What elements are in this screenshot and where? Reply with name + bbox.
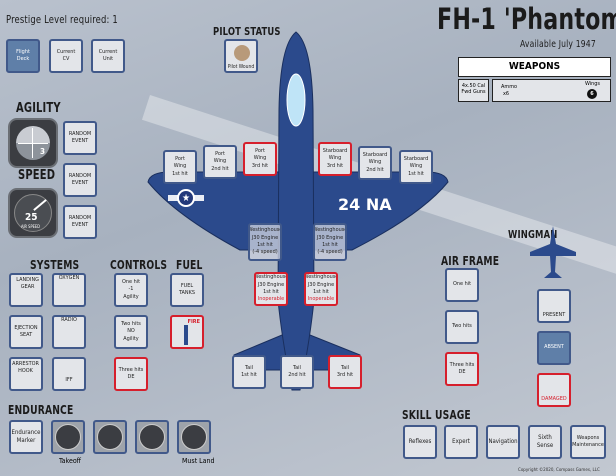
landing-gear-button[interactable]: LANDING GEAR xyxy=(9,273,43,307)
speed-value: 25 xyxy=(25,212,38,223)
pilot-wound-button[interactable]: Pilot Wound xyxy=(224,39,258,73)
endurance-gauge-3[interactable] xyxy=(135,420,169,454)
ammo-label: Ammo xyxy=(501,84,518,90)
endurance-marker[interactable]: Endurance Marker xyxy=(9,420,43,454)
skill-sixth-sense[interactable]: Sixth Sense xyxy=(528,425,562,459)
ammo-info: Ammo x6 Wings 6 xyxy=(492,79,611,102)
systems-label: SYSTEMS xyxy=(30,258,80,272)
agility-gauge: 3 xyxy=(8,118,58,168)
available-date: Available July 1947 xyxy=(520,39,596,50)
air-frame-hit-3[interactable]: Three hits DE xyxy=(445,352,479,386)
ejection-seat-button[interactable]: EJECTION SEAT xyxy=(9,315,43,349)
speed-caption: AIR SPEED xyxy=(21,224,40,229)
oxygen-button[interactable]: OXYGEN xyxy=(52,273,86,307)
skill-navigation[interactable]: Navigation xyxy=(486,425,520,459)
pilot-helmet-icon xyxy=(234,45,250,61)
pilot-status-label: PILOT STATUS xyxy=(213,25,281,38)
weapons-header: WEAPONS xyxy=(458,57,611,77)
endurance-gauge-1[interactable] xyxy=(51,420,85,454)
engine-label: Westinghouse J30 Engine 1st hit xyxy=(304,274,338,295)
prestige-text: Prestige Level required: 1 xyxy=(6,13,118,26)
starboard-wing-hit-1[interactable]: Starboard Wing 1st hit xyxy=(399,150,433,184)
agility-value: 3 xyxy=(40,147,46,156)
skill-weapons-maintenance[interactable]: Weapons Maintenance xyxy=(570,425,606,459)
wings-value: 6 xyxy=(587,89,597,99)
canopy xyxy=(286,73,306,127)
svg-text:★: ★ xyxy=(182,193,190,204)
tail-hit-1[interactable]: Tail 1st hit xyxy=(232,355,266,389)
wingman-plane-icon xyxy=(530,226,576,278)
random-event-button[interactable]: RANDOM EVENT xyxy=(63,121,97,155)
air-frame-label: AIR FRAME xyxy=(441,254,500,268)
wings-label: Wings xyxy=(585,81,601,87)
engine-label: Westinghouse J30 Engine 1st hit xyxy=(254,274,288,295)
port-wing-hit-2[interactable]: Port Wing 2nd hit xyxy=(203,145,237,179)
takeoff-label: Takeoff xyxy=(59,457,82,465)
wingman-label: WINGMAN xyxy=(508,228,558,241)
air-frame-hit-2[interactable]: Two hits xyxy=(445,310,479,344)
engine-status: Inoperable xyxy=(307,296,335,303)
controls-label: CONTROLS xyxy=(110,258,168,272)
arrestor-hook-button[interactable]: ARRESTOR HOOK xyxy=(9,357,43,391)
starboard-wing-hit-2[interactable]: Starboard Wing 2nd hit xyxy=(358,146,392,180)
port-wing-hit-1[interactable]: Port Wing 1st hit xyxy=(163,150,197,184)
agility-label: AGILITY xyxy=(16,101,61,116)
port-engine-hit[interactable]: Westinghouse J30 Engine 1st hit (-4 spee… xyxy=(248,223,282,261)
engine-status: Inoperable xyxy=(257,296,285,303)
plane-marking: 24 NA xyxy=(338,195,392,214)
endurance-label: ENDURANCE xyxy=(8,403,74,417)
wingman-absent-button[interactable]: ABSENT xyxy=(537,331,571,365)
ammo-value: x6 xyxy=(503,91,510,97)
fire-button[interactable]: FIRE xyxy=(170,315,204,349)
controls-hit-1[interactable]: One hit -1 Agility xyxy=(114,273,148,307)
fire-label: FIRE xyxy=(187,319,200,325)
iff-button[interactable]: IFF xyxy=(52,357,86,391)
burning-plane-icon xyxy=(184,325,188,345)
endurance-gauge-2[interactable] xyxy=(93,420,127,454)
skill-expert[interactable]: Expert xyxy=(444,425,478,459)
random-event-button[interactable]: RANDOM EVENT xyxy=(63,163,97,197)
tail-hit-2[interactable]: Tail 2nd hit xyxy=(280,355,314,389)
skill-reflexes[interactable]: Reflexes xyxy=(403,425,437,459)
speed-gauge: 25 AIR SPEED xyxy=(8,188,58,238)
tail-hit-3[interactable]: Tail 3rd hit xyxy=(328,355,362,389)
must-land-label: Must Land xyxy=(182,457,215,465)
aircraft-title: FH-1 'Phantom' xyxy=(437,2,616,36)
starboard-wing-hit-3[interactable]: Starboard Wing 3rd hit xyxy=(318,142,352,176)
air-frame-hit-1[interactable]: One hit xyxy=(445,268,479,302)
speed-label: SPEED xyxy=(18,168,56,183)
wingman-damaged-button[interactable]: DAMAGED xyxy=(537,373,571,407)
port-wing-hit-3[interactable]: Port Wing 3rd hit xyxy=(243,142,277,176)
skill-usage-label: SKILL USAGE xyxy=(402,408,471,422)
wingman-present-button[interactable]: PRESENT xyxy=(537,289,571,323)
random-event-button[interactable]: RANDOM EVENT xyxy=(63,205,97,239)
starboard-engine-hit[interactable]: Westinghouse J30 Engine 1st hit (-4 spee… xyxy=(313,223,347,261)
pilot-wound-label: Pilot Wound xyxy=(227,64,255,71)
endurance-gauge-4[interactable] xyxy=(177,420,211,454)
controls-hit-3[interactable]: Three hits DE xyxy=(114,357,148,391)
flight-deck-button[interactable]: Flight Deck xyxy=(6,39,40,73)
fuel-label: FUEL xyxy=(176,258,203,272)
radio-button[interactable]: RADIO xyxy=(52,315,86,349)
current-unit-button[interactable]: Current Unit xyxy=(91,39,125,73)
current-cv-button[interactable]: Current CV xyxy=(49,39,83,73)
copyright: Copyright ©2020, Compass Games, LLC xyxy=(518,468,600,473)
controls-hit-2[interactable]: Two hits NO Agility xyxy=(114,315,148,349)
guns-info: 4x.50 Cal Fwd Guns xyxy=(458,79,489,102)
fuel-tanks-button[interactable]: FUEL TANKS xyxy=(170,273,204,307)
